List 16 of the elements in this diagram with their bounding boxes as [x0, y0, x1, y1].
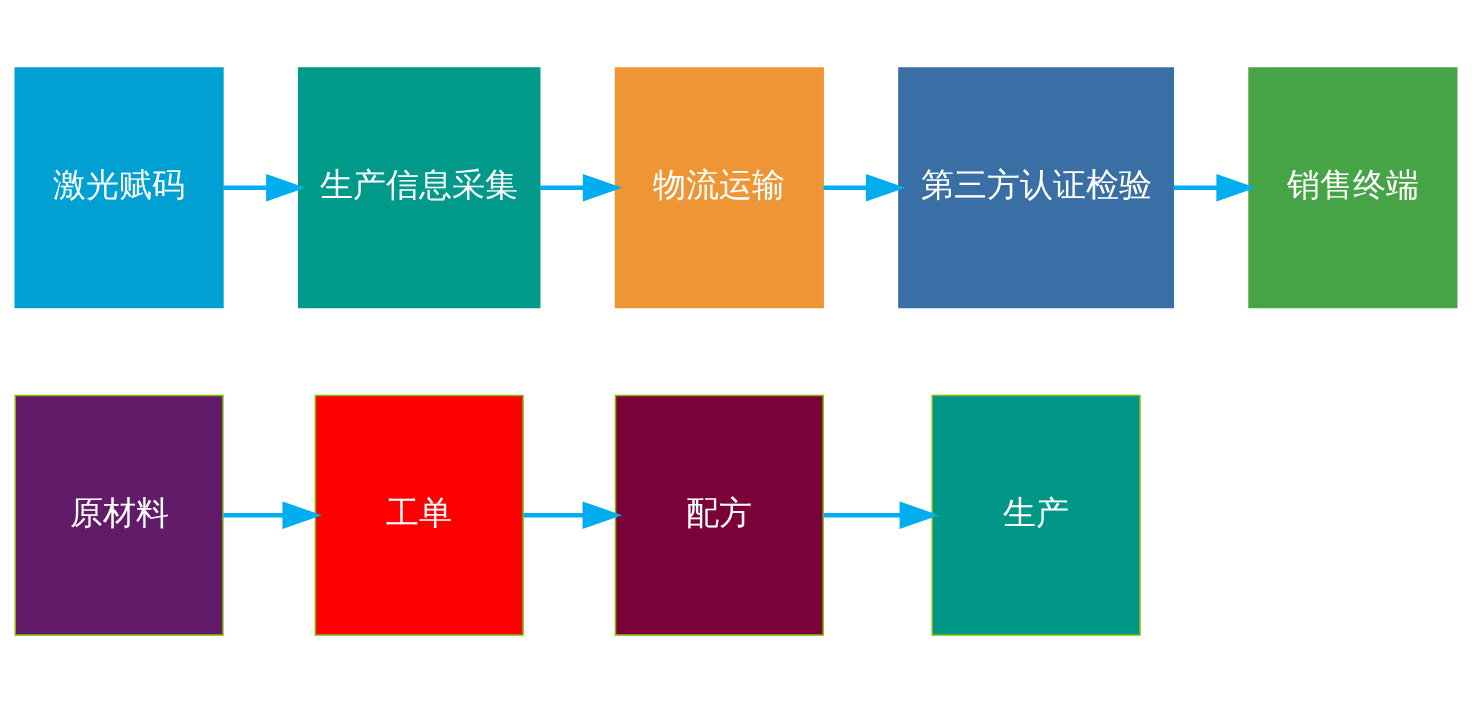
node-box: 原材料 [14, 394, 224, 636]
arrow [539, 174, 623, 202]
arrow [223, 174, 306, 202]
node-box: 激光赋码 [14, 67, 224, 309]
arrow [223, 501, 322, 529]
arrow [1173, 174, 1256, 202]
arrow [523, 501, 623, 529]
node-box: 配方 [614, 394, 824, 636]
node-box: 生产信息采集 [297, 67, 541, 309]
node-box: 工单 [314, 394, 524, 636]
node-box: 销售终端 [1248, 67, 1458, 309]
node-box: 第三方认证检验 [898, 67, 1175, 309]
node-box: 生产 [931, 394, 1141, 636]
arrow [823, 174, 906, 202]
node-box: 物流运输 [614, 67, 824, 309]
arrow [823, 501, 940, 529]
